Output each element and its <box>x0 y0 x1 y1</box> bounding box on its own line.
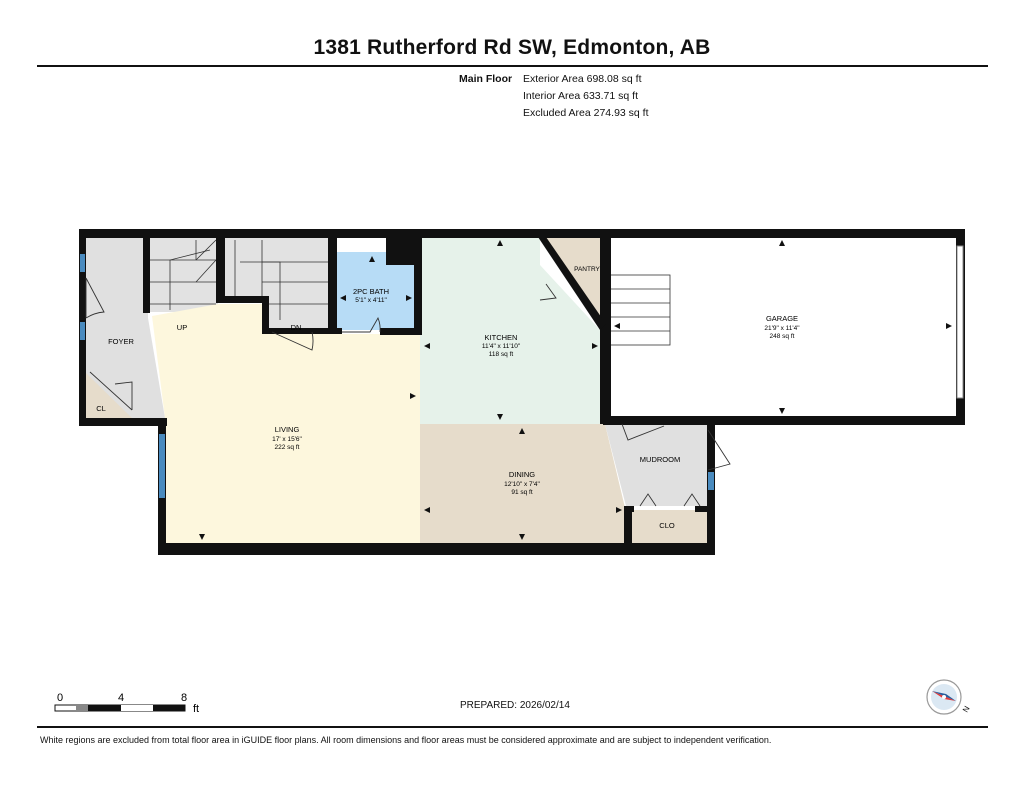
kitchen-area: 118 sq ft <box>489 351 514 358</box>
living-label: LIVING <box>275 425 300 434</box>
stair-right-fill <box>225 237 330 328</box>
garage-dims: 21'9" x 11'4" <box>764 325 800 332</box>
bath-dims: 5'1" x 4'11" <box>355 297 387 304</box>
living-area: 222 sq ft <box>275 444 300 451</box>
stairs-down-label: DN <box>291 323 302 332</box>
pantry-label: PANTRY <box>574 266 600 273</box>
clo-label: CLO <box>659 521 675 530</box>
living-fill <box>152 304 420 544</box>
stair-left <box>150 239 217 310</box>
clo-fill <box>626 510 708 544</box>
bottom-divider <box>37 726 988 728</box>
dining-area: 91 sq ft <box>511 489 533 496</box>
exterior-area: Exterior Area 698.08 sq ft <box>523 73 642 85</box>
scale-tick-8: 8 <box>181 692 187 704</box>
dining-fill <box>420 424 626 544</box>
floor-label: Main Floor <box>459 73 513 85</box>
living-dims: 17' x 15'6" <box>272 436 302 443</box>
garage-door <box>956 245 964 399</box>
top-divider <box>37 65 988 67</box>
scale-bar: 0 4 8 ft <box>54 692 199 715</box>
kitchen-fill <box>420 237 600 424</box>
garage-steps <box>609 274 671 346</box>
page-title: 1381 Rutherford Rd SW, Edmonton, AB <box>313 36 711 59</box>
stair-right <box>234 240 328 320</box>
svg-text:N: N <box>961 704 972 714</box>
interior-area: Interior Area 633.71 sq ft <box>523 90 638 102</box>
dining-label: DINING <box>509 470 535 479</box>
foyer-label: FOYER <box>108 337 134 346</box>
dimension-arrows <box>199 240 952 540</box>
kitchen-label: KITCHEN <box>485 333 518 342</box>
stairs-up-label: UP <box>177 323 187 332</box>
scale-unit: ft <box>193 703 199 715</box>
dining-dims: 12'10" x 7'4" <box>504 481 540 488</box>
bath-label: 2PC BATH <box>353 287 389 296</box>
kitchen-dims: 11'4" x 11'10" <box>482 343 521 350</box>
disclaimer: White regions are excluded from total fl… <box>40 735 772 745</box>
compass-icon: N <box>926 679 972 715</box>
mudroom-label: MUDROOM <box>640 455 680 464</box>
closet-cl-fill <box>85 372 132 418</box>
bath-fill <box>337 252 414 330</box>
prepared-date: PREPARED: 2026/02/14 <box>460 700 570 711</box>
scale-tick-4: 4 <box>118 692 124 704</box>
windows <box>80 254 714 498</box>
garage-label: GARAGE <box>766 314 798 323</box>
garage-area: 248 sq ft <box>770 333 795 340</box>
doors <box>85 277 731 507</box>
mudroom-fill <box>605 424 708 506</box>
excluded-area: Excluded Area 274.93 sq ft <box>523 107 649 119</box>
scale-tick-0: 0 <box>57 692 63 704</box>
closet-cl-label: CL <box>96 404 106 413</box>
